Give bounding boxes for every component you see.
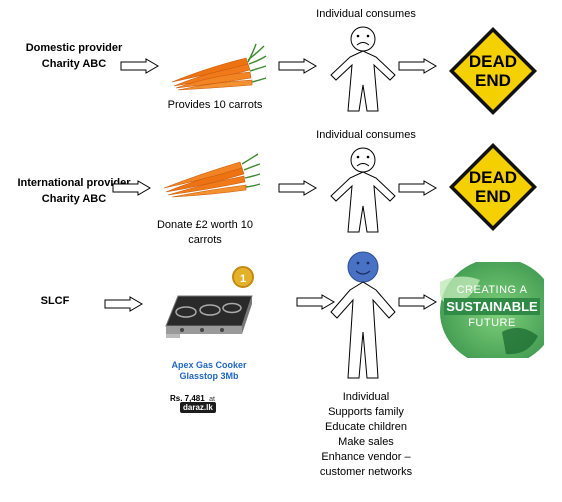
person-caption: Individual consumes — [316, 129, 416, 141]
benefit-line: Make sales — [338, 436, 394, 448]
arrow-right-icon — [398, 58, 438, 74]
product-title: Apex Gas Cooker Glasstop 3Mb — [171, 360, 247, 381]
sign-text: DEAD END — [468, 52, 518, 90]
carrots-image — [168, 42, 268, 92]
sustainable-text: CREATING A SUSTAINABLE FUTURE — [440, 284, 544, 329]
arrow-right-icon — [120, 58, 160, 74]
sustainable-future-image: CREATING A SUSTAINABLE FUTURE — [440, 262, 544, 358]
product-price-row: Rs. 7,481 at — [170, 388, 260, 406]
arrow-right-icon — [398, 180, 438, 196]
sign-text: DEAD END — [468, 168, 518, 206]
arrow-right-icon — [112, 180, 152, 196]
arrow-right-icon — [104, 296, 144, 312]
action-caption: Provides 10 carrots — [167, 99, 263, 111]
store-logo: daraz.lk — [180, 402, 216, 413]
provider-slcf: SLCF — [40, 295, 70, 307]
sad-person-icon — [328, 25, 398, 115]
happy-person-icon — [328, 250, 398, 382]
benefit-line: Enhance vendor – — [321, 451, 411, 463]
individual-benefits: Individual Supports family Educate child… — [296, 390, 436, 480]
action-caption: Donate £2 worth 10 carrots — [156, 219, 253, 246]
benefit-line: Educate children — [325, 421, 407, 433]
arrow-right-icon — [398, 294, 438, 310]
provider-international: International provider Charity ABC — [17, 177, 131, 205]
sad-person-icon — [328, 146, 398, 236]
benefit-line: Individual — [342, 391, 390, 403]
product-card: 1 Apex Gas Cooker Glasstop 3Mb Rs. 7,481… — [158, 262, 260, 420]
dead-end-sign-icon: DEAD END — [446, 24, 540, 118]
dead-end-sign-icon: DEAD END — [446, 140, 540, 234]
gas-cooker-image — [164, 288, 254, 340]
arrow-right-icon — [296, 294, 336, 310]
product-price: Rs. 7,481 — [170, 394, 205, 403]
person-caption: Individual consumes — [316, 8, 416, 20]
arrow-right-icon — [278, 180, 318, 196]
benefit-line: customer networks — [319, 466, 413, 478]
provider-domestic: Domestic provider Charity ABC — [25, 42, 123, 70]
carrots-image — [160, 152, 264, 198]
rank-badge: 1 — [232, 266, 254, 288]
benefit-line: Supports family — [328, 406, 404, 418]
arrow-right-icon — [278, 58, 318, 74]
price-at: at — [209, 396, 215, 403]
